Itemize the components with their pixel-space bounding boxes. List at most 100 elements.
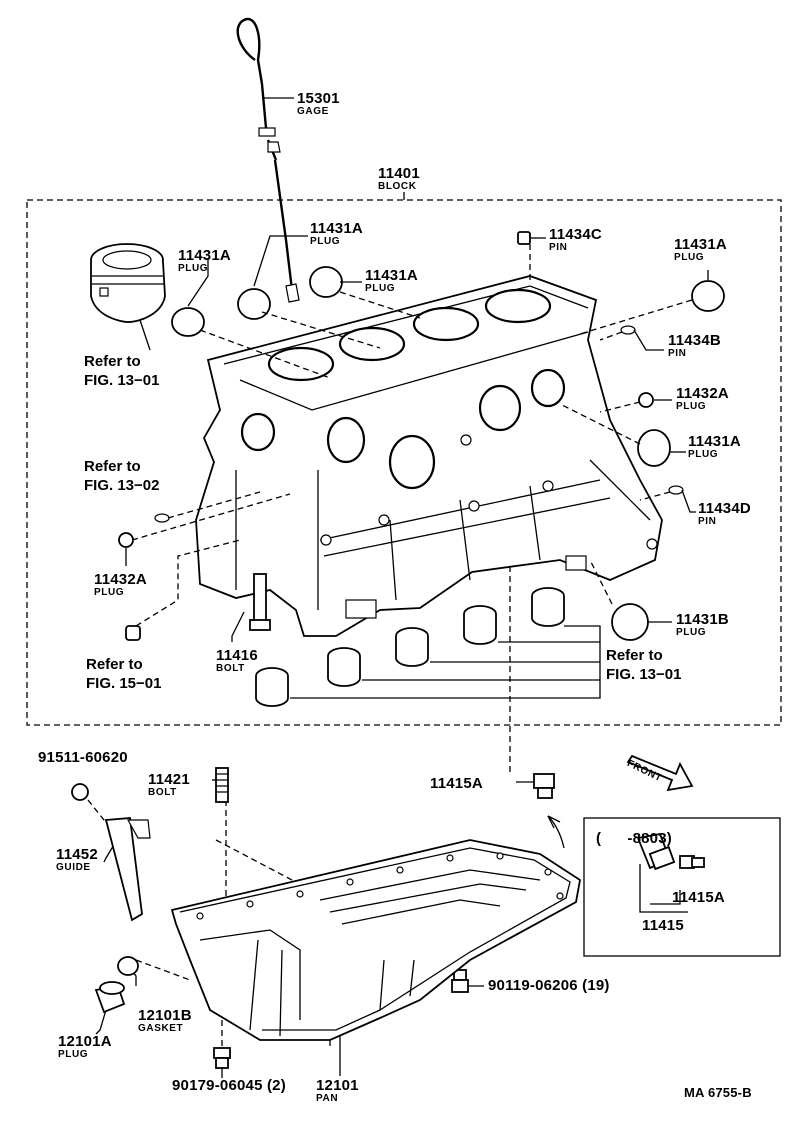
ref-line1: Refer to [606, 647, 663, 664]
ref-fig-13-02: Refer to FIG. 13−02 [84, 457, 159, 495]
part-name: GUIDE [56, 862, 91, 873]
oil-level-guide [104, 817, 151, 922]
plug-disc-top-right [691, 280, 725, 312]
label-pin-right-low: 11434D PIN [698, 501, 751, 527]
part-number: 11421 [148, 771, 190, 788]
part-name: PLUG [688, 449, 719, 460]
dipstick-gage [236, 17, 300, 303]
part-name: GASKET [138, 1023, 184, 1034]
main-bearings [255, 587, 601, 707]
part-number: 11452 [56, 846, 98, 863]
part-number: 90119-06206 (19) [488, 977, 610, 994]
part-number: 11415A [430, 775, 483, 792]
label-11415a-inset: 11415A [672, 890, 725, 905]
plug-disc-center [309, 266, 343, 298]
part-number: 11434D [698, 500, 751, 517]
ref-fig-15-01: Refer to FIG. 15−01 [86, 655, 161, 693]
part-name: BLOCK [378, 181, 417, 192]
label-pin-top: 11434C PIN [549, 227, 602, 253]
plug-disc-top-center [237, 288, 271, 320]
catalog-code-text: MA 6755-B [684, 1085, 752, 1100]
ref-line1: Refer to [86, 656, 143, 673]
part-number: 11431A [178, 247, 231, 264]
drain-plug-shape [94, 981, 126, 1014]
label-small-plug-right: 11432A PLUG [676, 386, 729, 412]
pin-left [154, 513, 170, 523]
label-drain-plug: 12101A PLUG [58, 1034, 112, 1060]
label-block-bolt: 11416 BOLT [216, 648, 258, 674]
part-name: BOLT [148, 787, 177, 798]
part-number: 12101 [316, 1077, 359, 1094]
label-11415a-main: 11415A [430, 776, 483, 791]
inset-sender-parts [636, 832, 705, 871]
part-name: BOLT [216, 663, 245, 674]
piston-icon [90, 243, 166, 323]
part-name: PAN [316, 1093, 339, 1104]
part-number: 11432A [676, 385, 729, 402]
part-name: PLUG [365, 283, 396, 294]
cylinder-block [195, 275, 663, 637]
part-name: GAGE [297, 106, 329, 117]
part-number: 11431A [365, 267, 418, 284]
part-number: 11415A [672, 889, 725, 906]
part-number: 11415 [642, 917, 684, 934]
part-number: 11401 [378, 165, 420, 182]
block-assembly-boundary [26, 199, 782, 726]
label-plug-right-low: 11431B PLUG [676, 612, 729, 638]
block-bolt [249, 573, 271, 631]
label-part-90179: 90179-06045 (2) [172, 1078, 286, 1093]
part-name: PLUG [674, 252, 705, 263]
ref-line1: Refer to [84, 353, 141, 370]
label-part-90119: 90119-06206 (19) [488, 978, 610, 993]
part-name: PLUG [94, 587, 125, 598]
pin-right [620, 325, 636, 335]
part-name: PIN [668, 348, 687, 359]
label-plug-center: 11431A PLUG [365, 268, 418, 294]
label-guide: 11452 GUIDE [56, 847, 98, 873]
catalog-code: MA 6755-B [684, 1086, 752, 1099]
label-small-plug-left: 11432A PLUG [94, 572, 147, 598]
label-pin-right: 11434B PIN [668, 333, 721, 359]
dashed-guide-lines [87, 244, 693, 1050]
pin-top [517, 231, 531, 245]
label-plug-top-center: 11431A PLUG [310, 221, 363, 247]
part-number: 11431B [676, 611, 729, 628]
bolt-90179 [213, 1047, 231, 1069]
part-number: 12101A [58, 1033, 112, 1050]
part-name: PLUG [676, 627, 707, 638]
part-number: 11434C [549, 226, 602, 243]
inset-box [583, 817, 781, 957]
label-gasket: 12101B GASKET [138, 1008, 192, 1034]
label-gage: 15301 GAGE [297, 91, 340, 117]
part-number: 11416 [216, 647, 258, 664]
part-number: 15301 [297, 90, 340, 107]
part-number: 90179-06045 (2) [172, 1077, 286, 1094]
part-name: PLUG [310, 236, 341, 247]
label-block: 11401 BLOCK [378, 166, 420, 192]
ref-fig-13-01-piston: Refer to FIG. 13−01 [84, 352, 159, 390]
ref-line2: FIG. 13−02 [84, 477, 160, 494]
part-name: PIN [698, 516, 717, 527]
part-number: 11434B [668, 332, 721, 349]
label-plug-left: 11431A PLUG [178, 248, 231, 274]
ref-line2: FIG. 13−01 [606, 666, 682, 683]
part-name: PLUG [676, 401, 707, 412]
ref-fig-13-01-bearing: Refer to FIG. 13−01 [606, 646, 681, 684]
range-text: ( -8803) [596, 830, 672, 847]
oil-pan [170, 839, 581, 1041]
bolt-91511 [71, 783, 89, 801]
label-part-91511: 91511-60620 [38, 750, 128, 765]
plug-disc-left [171, 307, 205, 337]
plug-disc-right-low [611, 603, 649, 641]
part-name: PIN [549, 242, 568, 253]
front-arrow-icon [626, 754, 694, 792]
leader-lines [76, 97, 709, 1078]
part-number: 12101B [138, 1007, 192, 1024]
part-number: 11431A [688, 433, 741, 450]
ref-line1: Refer to [84, 458, 141, 475]
label-plug-right-mid: 11431A PLUG [688, 434, 741, 460]
ref-line2: FIG. 15−01 [86, 675, 162, 692]
label-plug-top-right: 11431A PLUG [674, 237, 727, 263]
